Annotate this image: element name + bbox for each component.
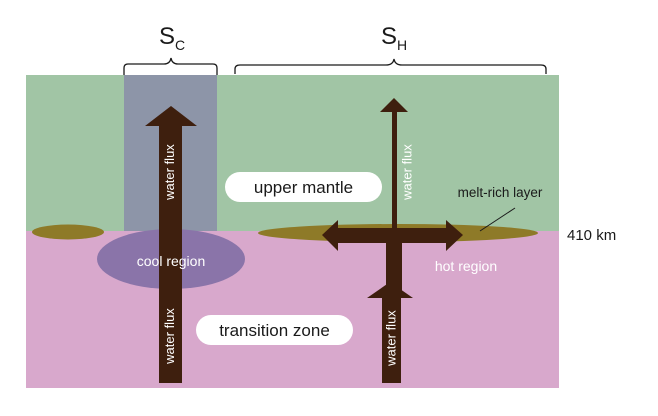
water-flux-hot-upper-label: water flux (399, 144, 414, 201)
hot-arrow-junction-stem (386, 234, 402, 294)
upper-mantle-layer (26, 75, 559, 231)
water-flux-cold-upper-label: water flux (162, 144, 177, 201)
transition-zone-label-box (196, 315, 353, 345)
upper-mantle-label-box (225, 172, 382, 202)
melt-rich-layer-pointer (479, 207, 516, 232)
cold-arrow-upper (145, 106, 197, 231)
sh-label: SH (381, 23, 407, 53)
water-flux-hot-lower-label: water flux (383, 310, 398, 367)
cold-arrow-lower-shaft (159, 231, 182, 383)
hot-region-label: hot region (435, 258, 497, 274)
water-flux-cold-lower-label: water flux (162, 308, 177, 365)
transition-zone-label: transition zone (219, 321, 330, 340)
cool-region-label: cool region (137, 253, 206, 269)
hot-arrow-horizontal (322, 220, 463, 251)
hot-arrow-upper (380, 98, 408, 228)
sh-bracket (234, 58, 547, 74)
depth-410-label: 410 km (567, 227, 616, 244)
hot-arrow-lower (367, 282, 413, 383)
sc-label: SC (159, 23, 185, 53)
sc-bracket (123, 57, 218, 75)
melt-rich-layer-label: melt-rich layer (458, 185, 543, 200)
upper-mantle-label: upper mantle (254, 178, 353, 197)
melt-patch-left (32, 224, 104, 240)
